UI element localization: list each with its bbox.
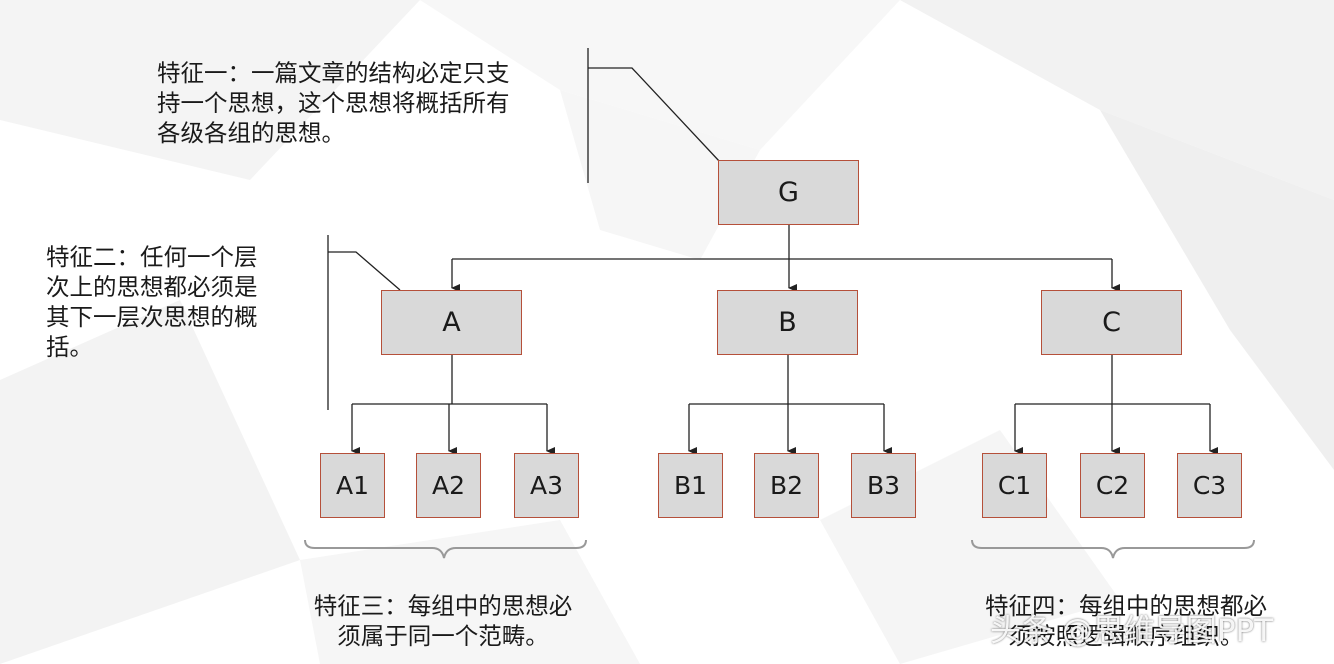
node-a3: A3 [514,453,579,518]
node-b: B [717,290,858,355]
feature-one-line: 特征一：一篇文章的结构必定只支 [157,59,510,87]
node-b3: B3 [851,453,916,518]
feature-four-line: 特征四：每组中的思想都必 [985,592,1267,620]
feature-two-line: 括。 [46,333,93,361]
feature-two-line: 次上的思想都必须是 [46,273,258,301]
callout-1-leader [588,67,721,163]
feature-three-line: 须属于同一个范畴。 [337,622,549,650]
feature-four-text: 特征四：每组中的思想都必 须按照逻辑顺序组织。 [958,591,1294,651]
node-a: A [381,290,522,355]
feature-two-text: 特征二：任何一个层 次上的思想都必须是 其下一层次思想的概 括。 [46,242,258,362]
node-c: C [1041,290,1182,355]
feature-two-line: 其下一层次思想的概 [46,303,258,331]
feature-three-text: 特征三：每组中的思想必 须属于同一个范畴。 [288,591,598,651]
node-a1: A1 [320,453,385,518]
node-c3: C3 [1177,453,1242,518]
feature-three-line: 特征三：每组中的思想必 [313,592,573,620]
feature-one-line: 各级各组的思想。 [157,119,345,147]
node-b2: B2 [754,453,819,518]
node-c1: C1 [982,453,1047,518]
watermark-text: 头条 @思维导图PPT [990,613,1274,649]
feature-four-line: 须按照逻辑顺序组织。 [1008,622,1244,650]
node-g: G [718,160,859,225]
feature-one-text: 特征一：一篇文章的结构必定只支 持一个思想，这个思想将概括所有 各级各组的思想。 [157,58,510,148]
node-a2: A2 [416,453,481,518]
node-b1: B1 [658,453,723,518]
feature-one-line: 持一个思想，这个思想将概括所有 [157,89,510,117]
brace-group-c [971,539,1255,559]
node-c2: C2 [1080,453,1145,518]
callout-2-leader [328,251,401,291]
brace-group-a [304,539,587,559]
feature-two-line: 特征二：任何一个层 [46,243,258,271]
